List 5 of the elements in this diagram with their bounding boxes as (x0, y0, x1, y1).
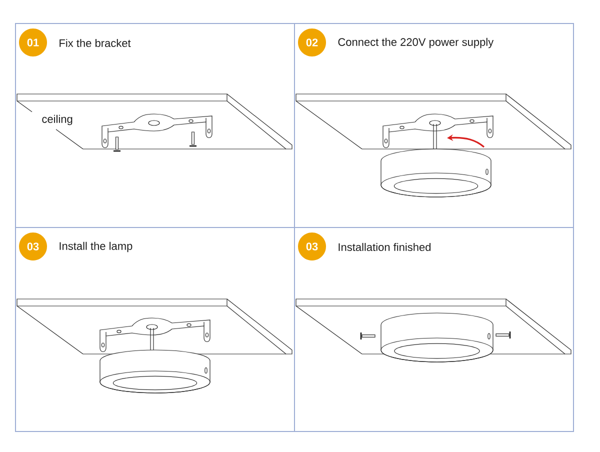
part-label: ceiling (42, 114, 72, 126)
number-badge: 01 (19, 28, 47, 56)
number-badge: 02 (298, 28, 326, 56)
number-badge: 03 (298, 232, 326, 260)
number-badge: 03 (19, 232, 47, 260)
